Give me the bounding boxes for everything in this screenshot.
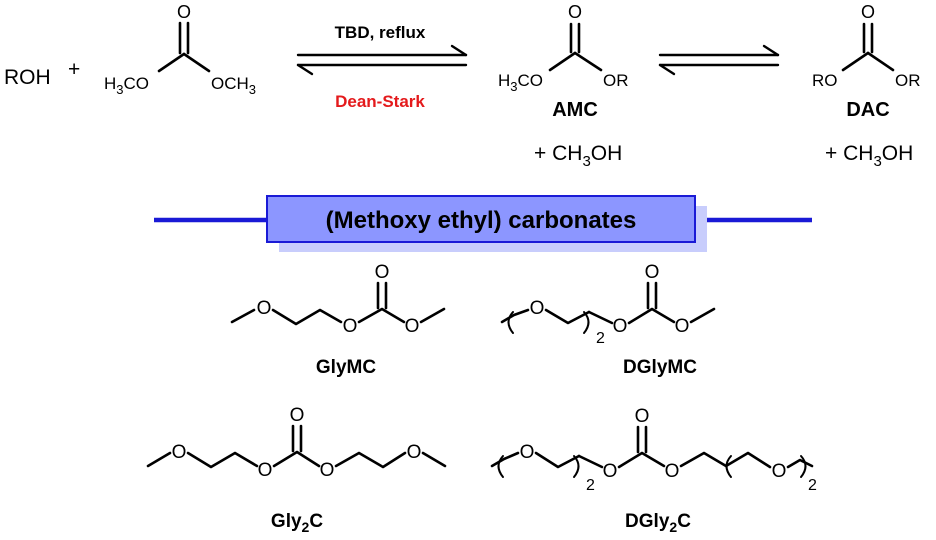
dgly2c-name: DGly2C bbox=[625, 511, 691, 535]
dac-methanol: + CH3OH bbox=[825, 142, 913, 170]
dglymc-o2: O bbox=[613, 316, 628, 337]
carbonyl-o: O bbox=[177, 2, 191, 22]
dgly2c-repeat-left: 2 bbox=[586, 477, 595, 494]
dglymc-o4: O bbox=[675, 316, 690, 337]
amc-methyl: H3CO bbox=[498, 71, 543, 94]
dgly2c-repeat-right: 2 bbox=[808, 477, 817, 494]
gly2c-o1: O bbox=[172, 442, 187, 463]
condition-label: Dean-Stark bbox=[335, 92, 425, 111]
reactant-roh: ROH + bbox=[4, 58, 80, 89]
roh-label: ROH bbox=[4, 66, 51, 89]
amc-methanol: + CH3OH bbox=[534, 142, 622, 170]
plus-sign: + bbox=[68, 58, 80, 81]
dmc-left-methyl: H3CO bbox=[104, 74, 149, 97]
glymc-o4: O bbox=[405, 316, 420, 337]
gly2c-name: Gly2C bbox=[271, 511, 323, 535]
amc-or: OR bbox=[603, 71, 629, 90]
dgly2c-o2: O bbox=[603, 461, 618, 482]
dac-carbonyl-o: O bbox=[861, 2, 875, 22]
dgly2c-o4: O bbox=[665, 461, 680, 482]
amc-carbonyl-o: O bbox=[568, 2, 582, 22]
glymc-name: GlyMC bbox=[316, 357, 376, 378]
dglymc-o1: O bbox=[530, 298, 545, 319]
equilibrium-arrows-2 bbox=[658, 44, 780, 76]
dglymc-repeat: 2 bbox=[596, 330, 605, 347]
dgly2c-o5: O bbox=[772, 461, 787, 482]
dac-or: OR bbox=[895, 71, 921, 90]
amc-name: AMC bbox=[552, 99, 598, 121]
dglymc-name: DGlyMC bbox=[623, 357, 697, 378]
gly2c-o5: O bbox=[407, 442, 422, 463]
dgly2c-o3: O bbox=[635, 406, 650, 427]
dglymc-structure: O 2 O O O DGlyMC bbox=[500, 262, 716, 378]
dmc-right-methyl: OCH3 bbox=[211, 74, 256, 97]
dgly2c-structure: O 2 O O O O 2 DGly2C bbox=[490, 406, 817, 535]
banner-title: (Methoxy ethyl) carbonates bbox=[326, 207, 637, 234]
dac-name: DAC bbox=[846, 99, 889, 121]
dimethyl-carbonate-structure: O H3CO OCH3 bbox=[104, 2, 256, 97]
dgly2c-o1: O bbox=[520, 442, 535, 463]
glymc-o1: O bbox=[257, 298, 272, 319]
gly2c-o3: O bbox=[290, 405, 305, 426]
reagent-label: TBD, reflux bbox=[335, 23, 426, 42]
dac-ro: RO bbox=[812, 71, 838, 90]
glymc-o2: O bbox=[343, 316, 358, 337]
dglymc-o3: O bbox=[645, 262, 660, 283]
dac-structure: O RO OR DAC + CH3OH bbox=[812, 2, 921, 170]
glymc-structure: O O O O GlyMC bbox=[230, 262, 446, 378]
amc-structure: O H3CO OR AMC + CH3OH bbox=[498, 2, 629, 170]
gly2c-o4: O bbox=[320, 460, 335, 481]
gly2c-structure: O O O O O Gly2C bbox=[146, 405, 447, 535]
glymc-o3: O bbox=[375, 262, 390, 283]
section-banner: (Methoxy ethyl) carbonates bbox=[154, 195, 812, 252]
gly2c-o2: O bbox=[258, 460, 273, 481]
equilibrium-arrows-1: TBD, reflux Dean-Stark bbox=[296, 23, 468, 111]
